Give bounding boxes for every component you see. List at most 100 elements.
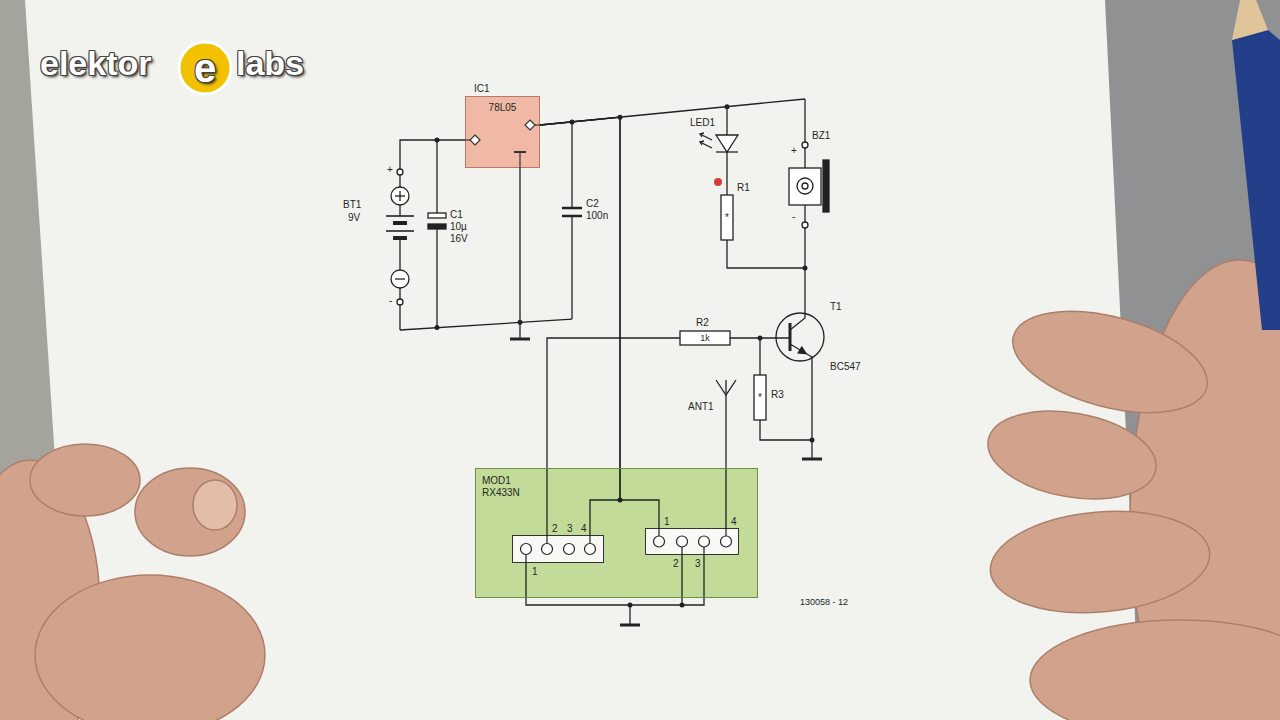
header-pins [721, 536, 732, 547]
part-name: C2 [586, 199, 599, 209]
pencil [1232, 0, 1280, 330]
regulator-pins [514, 151, 526, 153]
wire [804, 205, 805, 222]
module-fill [475, 468, 758, 598]
buzzer-symbol [789, 142, 829, 228]
part-value-holder: 10µ [450, 222, 467, 232]
pin-number-holder: 3 [695, 559, 701, 569]
wire [629, 605, 630, 624]
figure-number-holder: 130058 - 12 [800, 598, 848, 607]
part-name-holder: BT1 [343, 200, 361, 210]
logo-text: e [194, 48, 216, 88]
wire [725, 380, 726, 528]
part-value-holder: * [758, 393, 762, 403]
ground-symbol [510, 339, 822, 625]
header-pins [677, 536, 688, 547]
part-value-holder: 78L05 [489, 103, 517, 113]
header-pins [589, 535, 590, 544]
part-name: LED1 [690, 118, 715, 128]
regulator-pins [470, 135, 480, 145]
wire [727, 240, 805, 268]
header-pins [725, 528, 726, 536]
part-name: T1 [830, 302, 842, 312]
logo-text: elektor [40, 46, 152, 80]
left-hand [193, 480, 237, 530]
led-symbol [714, 178, 722, 186]
junction-dot [435, 325, 440, 330]
module-name: MOD1 RX433N [482, 475, 520, 499]
receiver-module: MOD1 RX433N23411423 [475, 468, 758, 598]
buzzer-symbol [802, 142, 808, 148]
wire [804, 99, 805, 142]
battery-symbol [399, 191, 400, 201]
polarity-mark-holder: - [389, 296, 392, 306]
header-pins [703, 547, 704, 555]
wire [571, 122, 572, 208]
regulator-ic: IC178L05 [465, 96, 540, 168]
transistor-symbol [776, 313, 824, 440]
wire [804, 228, 805, 314]
transistor-symbol [776, 313, 824, 361]
left-hand [135, 468, 245, 556]
pin-number-holder: 2 [673, 559, 679, 569]
transistor-symbol [789, 323, 792, 351]
header-pins [658, 528, 659, 536]
part-value-holder: 100n [586, 211, 608, 221]
header-pins [645, 528, 739, 555]
header-pins [512, 535, 604, 563]
wire [540, 117, 620, 535]
part-name-holder: BZ1 [812, 131, 830, 141]
wire [726, 152, 727, 195]
right-hand [986, 503, 1214, 622]
battery-symbol [399, 240, 400, 270]
part-name-holder: R1 [737, 183, 750, 193]
logo-text: labs [236, 46, 304, 80]
part-name: R1 [737, 183, 750, 193]
wire [571, 216, 572, 319]
part-name-holder: C1 [450, 210, 463, 220]
pin-number: 2 [552, 524, 558, 534]
left-hand [0, 444, 265, 720]
left-hand [30, 444, 140, 516]
polarity-mark-holder: - [792, 212, 795, 222]
wire [726, 107, 727, 135]
pin-number: 4 [581, 524, 587, 534]
header-pins [681, 547, 682, 555]
pin-number-holder: 4 [731, 517, 737, 527]
junction-dot [435, 138, 440, 143]
logo-text-holder: labs [236, 46, 304, 80]
figure-number: 130058 - 12 [800, 598, 848, 607]
left-hand [35, 575, 265, 720]
capacitor-symbol [562, 207, 582, 210]
right-hand [1002, 293, 1218, 432]
header-pins [521, 535, 596, 563]
polarity-mark-holder: + [791, 146, 797, 156]
part-value: 16V [450, 234, 468, 244]
part-name: C1 [450, 210, 463, 220]
transistor-symbol [790, 314, 805, 330]
junction-dot [810, 438, 815, 443]
battery-symbol [386, 169, 414, 330]
part-name-holder: C2 [586, 199, 599, 209]
ground-symbol [802, 458, 822, 461]
pin-header: 1423 [645, 528, 739, 555]
battery-symbol [386, 215, 414, 217]
part-value: 1k [700, 334, 710, 343]
wire [811, 440, 812, 458]
capacitor-symbol [428, 224, 446, 229]
regulator-pins [519, 152, 520, 168]
header-pins [654, 528, 732, 555]
part-name-holder: IC1 [474, 84, 490, 94]
battery-symbol [397, 299, 403, 305]
regulator-pins [465, 120, 540, 168]
part-name: IC1 [474, 84, 490, 94]
pin-number-holder: 1 [664, 517, 670, 527]
resistor-symbol [754, 375, 766, 420]
pin-number: 3 [567, 524, 573, 534]
header-pins [699, 536, 710, 547]
led-symbol [700, 133, 704, 137]
